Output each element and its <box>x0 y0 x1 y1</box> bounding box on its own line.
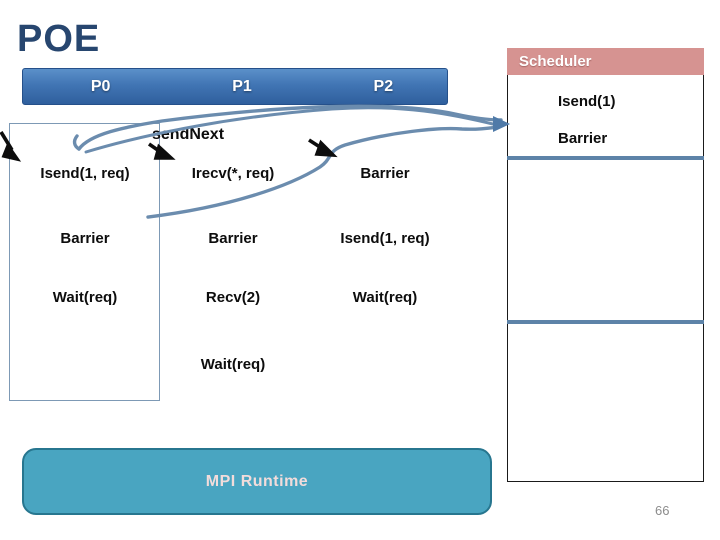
op-p1-wait: Wait(req) <box>200 356 266 373</box>
op-p2-barrier: Barrier <box>360 165 410 182</box>
op-p2-wait: Wait(req) <box>352 289 418 306</box>
scheduler-body: Isend(1) Barrier <box>507 75 704 482</box>
mpi-runtime-label: MPI Runtime <box>205 472 309 490</box>
mpi-runtime-box: MPI Runtime <box>22 448 492 515</box>
scheduler-panel: Scheduler Isend(1) Barrier <box>507 48 704 482</box>
process-label-p2: P2 <box>373 77 394 95</box>
scheduler-entry-isend: Isend(1) <box>558 93 616 110</box>
op-p2-isend: Isend(1, req) <box>340 230 430 247</box>
page-title: POE <box>17 18 101 60</box>
op-p1-barrier: Barrier <box>208 230 258 247</box>
scheduler-divider-1 <box>507 156 704 160</box>
page-number: 66 <box>655 503 670 518</box>
p2-arrow-icon <box>308 138 324 151</box>
scheduler-header: Scheduler <box>507 48 704 75</box>
op-p1-irecv: Irecv(*, req) <box>191 165 275 182</box>
op-p0-wait: Wait(req) <box>52 289 118 306</box>
process-header-bar: P0 P1 P2 <box>22 68 448 105</box>
scheduler-divider-2 <box>507 320 704 324</box>
op-p0-isend: Isend(1, req) <box>40 165 130 182</box>
op-p1-recv: Recv(2) <box>205 289 261 306</box>
process-label-p0: P0 <box>90 77 111 95</box>
op-p0-barrier: Barrier <box>60 230 110 247</box>
send-next-label: sendNext <box>152 126 225 143</box>
process-label-p1: P1 <box>232 77 252 95</box>
scheduler-entry-barrier: Barrier <box>558 130 608 147</box>
